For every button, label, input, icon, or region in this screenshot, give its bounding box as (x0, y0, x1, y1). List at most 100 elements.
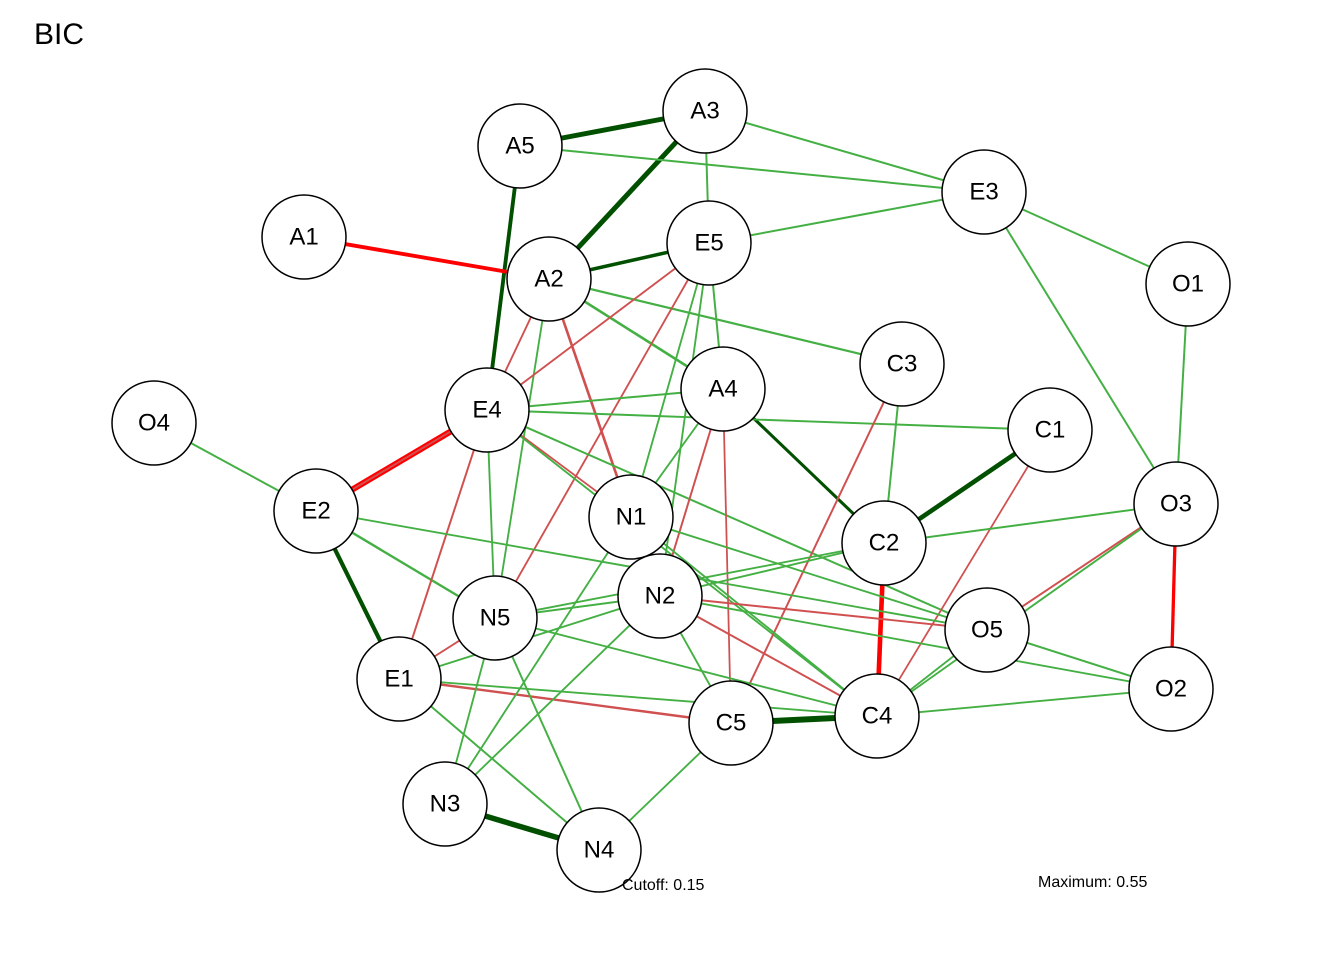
node-e1: E1 (356, 636, 442, 722)
node-circle (859, 321, 945, 407)
node-circle (477, 103, 563, 189)
node-a3: A3 (662, 68, 748, 154)
edge-o3-c2 (883, 503, 1177, 544)
node-label: O3 (1160, 490, 1192, 517)
node-o2: O2 (1128, 646, 1214, 732)
edge-c3-c5 (730, 363, 903, 724)
node-a1: A1 (261, 194, 347, 280)
node-e4: E4 (444, 367, 530, 453)
edge-n2-o2 (659, 595, 1172, 690)
edge-n2-o5 (659, 595, 988, 631)
node-circle (680, 346, 766, 432)
edge-e4-c1 (486, 409, 1051, 431)
edge-a5-e3 (519, 145, 985, 193)
node-n3: N3 (402, 761, 488, 847)
node-label: N4 (584, 836, 615, 863)
maximum-label: Maximum: 0.55 (1038, 874, 1148, 891)
edge-e5-e3 (708, 191, 985, 244)
edge-a2-c3 (548, 277, 903, 366)
node-o1: O1 (1145, 241, 1231, 327)
node-c5: C5 (688, 680, 774, 766)
node-a5: A5 (477, 103, 563, 189)
node-circle (356, 636, 442, 722)
edge-n5-c4 (494, 617, 878, 717)
node-label: C5 (716, 709, 747, 736)
node-circle (617, 553, 703, 639)
node-circle (111, 380, 197, 466)
node-circle (588, 474, 674, 560)
node-n5: N5 (452, 575, 538, 661)
node-n2: N2 (617, 553, 703, 639)
node-a2: A2 (506, 236, 592, 322)
node-n1: N1 (588, 474, 674, 560)
node-c3: C3 (859, 321, 945, 407)
node-circle (941, 149, 1027, 235)
cutoff-label: Cutoff: 0.15 (622, 877, 705, 894)
node-e5: E5 (666, 200, 752, 286)
node-circle (1007, 387, 1093, 473)
node-label: E2 (301, 497, 330, 524)
node-label: E3 (969, 178, 998, 205)
node-label: C3 (887, 350, 918, 377)
node-label: O5 (971, 616, 1003, 643)
node-circle (1145, 241, 1231, 327)
node-circle (1128, 646, 1214, 732)
node-circle (666, 200, 752, 286)
edge-e3-o3 (983, 191, 1177, 505)
edge-e5-e4 (486, 242, 710, 411)
node-circle (662, 68, 748, 154)
node-label: A5 (505, 132, 534, 159)
node-circle (1133, 461, 1219, 547)
node-n4: N4 (556, 807, 642, 893)
node-c2: C2 (841, 500, 927, 586)
node-e3: E3 (941, 149, 1027, 235)
node-label: O2 (1155, 675, 1187, 702)
node-label: O4 (138, 409, 170, 436)
node-o5: O5 (944, 587, 1030, 673)
node-circle (444, 367, 530, 453)
node-label: C4 (862, 702, 893, 729)
node-c4: C4 (834, 673, 920, 759)
node-label: E1 (384, 665, 413, 692)
plot-title: BIC (34, 18, 85, 51)
node-e2: E2 (273, 468, 359, 554)
edge-a4-c5 (722, 388, 732, 724)
node-circle (834, 673, 920, 759)
edge-e5-n5 (494, 242, 710, 619)
node-circle (944, 587, 1030, 673)
edge-e4-o5 (486, 409, 988, 631)
node-circle (273, 468, 359, 554)
edge-a3-e3 (704, 110, 985, 193)
node-circle (556, 807, 642, 893)
edge-c4-o2 (876, 688, 1172, 717)
edge-n1-n3 (444, 516, 632, 805)
node-o4: O4 (111, 380, 197, 466)
node-label: O1 (1172, 270, 1204, 297)
node-circle (506, 236, 592, 322)
edge-e1-c5 (398, 677, 732, 725)
node-o3: O3 (1133, 461, 1219, 547)
node-label: A2 (534, 265, 563, 292)
node-circle (261, 194, 347, 280)
edge-e4-e1 (398, 409, 488, 680)
node-a4: A4 (680, 346, 766, 432)
node-label: A4 (708, 375, 737, 402)
edge-c1-c4 (876, 429, 1051, 717)
node-label: A3 (690, 97, 719, 124)
edge-e1-c4 (398, 678, 878, 717)
edge-n1-o5 (630, 516, 988, 631)
edge-a2-n5 (494, 278, 550, 619)
node-label: A1 (289, 223, 318, 250)
edge-n2-n3 (444, 595, 661, 805)
edge-e5-n1 (630, 242, 710, 518)
node-label: N1 (616, 503, 647, 530)
node-label: C2 (869, 529, 900, 556)
node-label: E5 (694, 229, 723, 256)
node-label: N2 (645, 582, 676, 609)
node-c1: C1 (1007, 387, 1093, 473)
node-circle (841, 500, 927, 586)
node-circle (452, 575, 538, 661)
edge-e1-n4 (398, 678, 600, 851)
